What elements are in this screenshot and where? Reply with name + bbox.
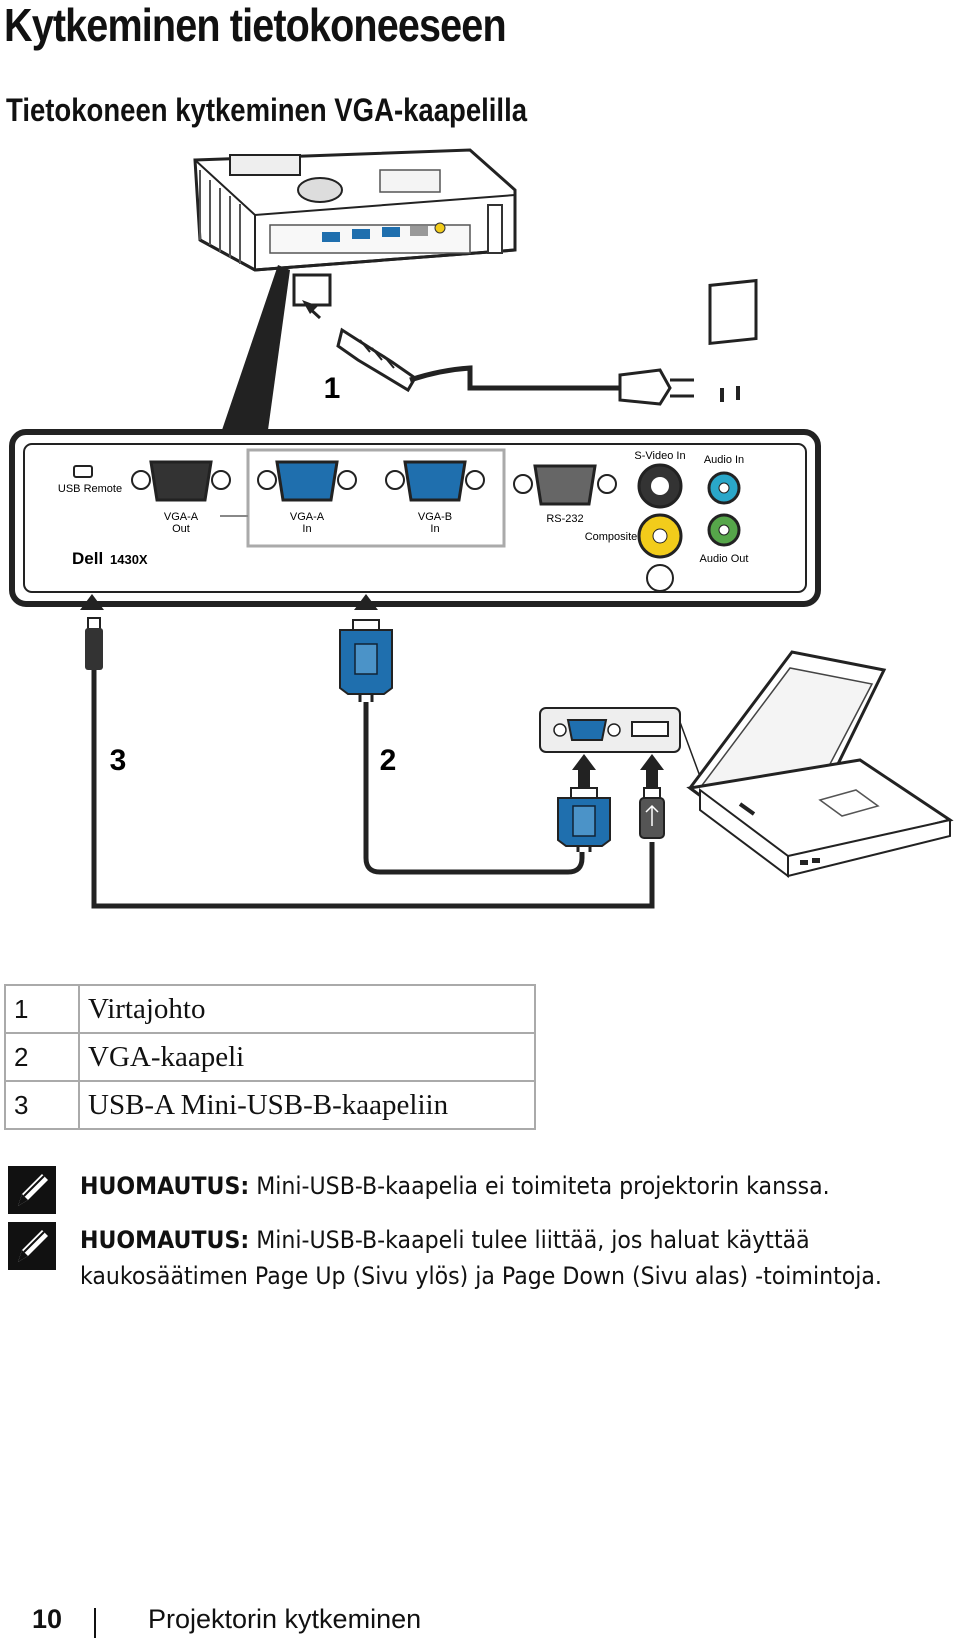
projector-model: 1430X xyxy=(110,552,148,567)
power-cable xyxy=(302,278,758,406)
rs232-port xyxy=(513,464,617,506)
laptop-port-panel xyxy=(539,707,706,791)
note-text-line2: kaukosäätimen Page Up (Sivu ylös) ja Pag… xyxy=(80,1262,882,1290)
callout-1: 1 xyxy=(324,372,341,405)
mini-usb-plug xyxy=(85,617,103,670)
usb-cable xyxy=(91,670,655,909)
page-title: Kytkeminen tietokoneeseen xyxy=(4,0,507,51)
vga-a-in-label: VGA-A xyxy=(290,511,325,523)
note-pencil-icon xyxy=(8,1166,56,1214)
vga-b-in-label: VGA-B xyxy=(418,511,452,523)
note-2: HUOMAUTUS: Mini-USB-B-kaapeli tulee liit… xyxy=(80,1222,882,1294)
section-heading: Tietokoneen kytkeminen VGA-kaapelilla xyxy=(6,92,528,128)
footer-section-title: Projektorin kytkeminen xyxy=(148,1604,422,1634)
vga-input-highlight xyxy=(246,448,506,548)
vga-arrow xyxy=(354,594,378,610)
rs232-label: RS-232 xyxy=(546,513,583,525)
legend-number: 1 xyxy=(4,984,80,1034)
callout-3: 3 xyxy=(110,744,127,777)
audio-out-label: Audio Out xyxy=(700,553,749,565)
projector-brand: Dell xyxy=(72,549,103,568)
note-text: Mini-USB-B-kaapeli tulee liittää, jos ha… xyxy=(249,1226,810,1254)
callout-2: 2 xyxy=(380,744,397,777)
legend-row: 2 VGA-kaapeli xyxy=(4,1032,536,1082)
note-1: HUOMAUTUS: Mini-USB-B-kaapelia ei toimit… xyxy=(80,1168,830,1204)
usb-a-plug xyxy=(639,787,665,839)
vga-a-in-port xyxy=(257,460,357,502)
audio-in-label: Audio In xyxy=(704,454,744,466)
vga-b-in-port xyxy=(385,460,485,502)
connection-diagram: 1 USB Remote VGA-A Out VGA-A In xyxy=(9,148,954,909)
note-label: HUOMAUTUS: xyxy=(80,1226,250,1254)
cable-legend: 1 Virtajohto 2 VGA-kaapeli 3 USB-A Mini-… xyxy=(4,984,536,1130)
usb-remote-port xyxy=(73,465,93,478)
projector-rear-panel: USB Remote VGA-A Out VGA-A In VGA-B In xyxy=(9,429,821,607)
footer-divider xyxy=(94,1608,96,1638)
legend-label: USB-A Mini-USB-B-kaapeliin xyxy=(78,1080,536,1130)
panel-zoom-wedge xyxy=(222,265,290,430)
note-label: HUOMAUTUS: xyxy=(80,1172,250,1200)
legend-label: Virtajohto xyxy=(78,984,536,1034)
legend-row: 1 Virtajohto xyxy=(4,984,536,1034)
vga-a-out-label: VGA-A xyxy=(164,511,199,523)
vga-a-out-label-2: Out xyxy=(172,523,190,535)
legend-label: VGA-kaapeli xyxy=(78,1032,536,1082)
vga-plug-laptop xyxy=(557,787,611,852)
vga-b-in-label-2: In xyxy=(430,523,439,535)
usb-remote-label: USB Remote xyxy=(58,483,122,495)
projector-illustration xyxy=(193,148,517,307)
legend-number: 2 xyxy=(4,1032,80,1082)
usb-arrow xyxy=(80,594,104,610)
vga-plug-projector xyxy=(339,619,393,702)
legend-row: 3 USB-A Mini-USB-B-kaapeliin xyxy=(4,1080,536,1130)
vga-a-in-label-2: In xyxy=(302,523,311,535)
laptop-illustration xyxy=(686,650,954,878)
vga-cable xyxy=(363,702,585,875)
page-number: 10 xyxy=(32,1604,63,1634)
note-pencil-icon xyxy=(8,1222,56,1270)
note-text: Mini-USB-B-kaapelia ei toimiteta projekt… xyxy=(249,1172,830,1200)
vga-a-out-port xyxy=(131,460,231,502)
legend-number: 3 xyxy=(4,1080,80,1130)
composite-label: Composite xyxy=(585,531,638,543)
s-video-in-label: S-Video In xyxy=(634,450,685,462)
